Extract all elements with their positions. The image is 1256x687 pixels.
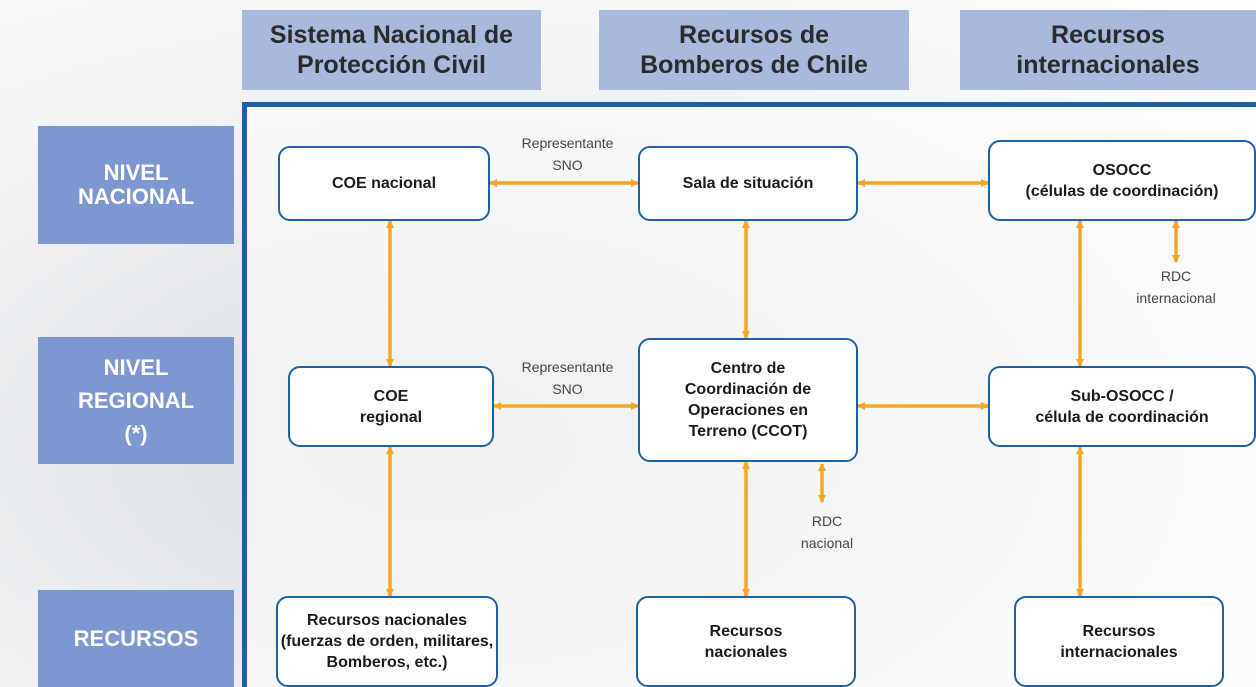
node-text: regional xyxy=(359,408,423,426)
node-text: Sala de situación xyxy=(682,175,814,192)
row-header-recursos: RECURSOS xyxy=(38,590,234,687)
node-text: (células de coordinación) xyxy=(1025,182,1219,200)
node-text: Sub-OSOCC / xyxy=(1070,387,1174,405)
label-line: RDC xyxy=(1160,268,1192,284)
row-header-line: RECURSOS xyxy=(73,625,199,651)
label-line: nacional xyxy=(800,535,854,551)
label-line: SNO xyxy=(552,157,583,173)
node-recursos-nacionales-bomberos: Recursos nacionales xyxy=(636,596,856,687)
column-header-line: Recursos xyxy=(1051,21,1165,49)
row-header-line: (*) xyxy=(124,421,148,446)
column-header-internacionales: Recursos internacionales xyxy=(960,10,1256,90)
node-text: Bomberos, etc.) xyxy=(326,654,448,671)
label-line: internacional xyxy=(1136,290,1216,306)
node-text: Centro de xyxy=(710,360,786,377)
node-text: Recursos xyxy=(1082,622,1156,640)
node-text: OSOCC xyxy=(1092,161,1152,179)
row-header-line: NIVEL xyxy=(103,160,169,185)
node-sub-osocc: Sub-OSOCC / célula de coordinación xyxy=(988,366,1256,447)
label-representante-sno-nacional: Representante SNO xyxy=(500,132,635,176)
node-text: Recursos xyxy=(709,622,783,640)
label-line: Representante xyxy=(521,359,614,375)
column-header-line: Protección Civil xyxy=(297,51,486,79)
node-text: (fuerzas de orden, militares, xyxy=(280,633,494,650)
label-rdc-nacional: RDC nacional xyxy=(782,510,872,554)
node-text: internacionales xyxy=(1060,643,1178,661)
row-header-nacional: NIVEL NACIONAL xyxy=(38,126,234,244)
node-recursos-internacionales: Recursos internacionales xyxy=(1014,596,1224,687)
node-coe-regional: COE regional xyxy=(288,366,494,447)
node-coe-nacional: COE nacional xyxy=(278,146,490,221)
row-header-line: REGIONAL xyxy=(77,388,195,413)
node-text: COE xyxy=(373,387,409,405)
node-text: Coordinación de xyxy=(684,381,812,398)
label-rdc-internacional: RDC internacional xyxy=(1116,265,1236,309)
node-text: Recursos nacionales xyxy=(306,612,468,629)
row-header-line: NACIONAL xyxy=(77,184,195,209)
label-representante-sno-regional: Representante SNO xyxy=(500,356,635,400)
node-text: nacionales xyxy=(704,643,788,661)
column-header-bomberos: Recursos de Bomberos de Chile xyxy=(599,10,909,90)
node-osocc: OSOCC (células de coordinación) xyxy=(988,140,1256,221)
column-header-line: internacionales xyxy=(1016,51,1200,79)
row-header-regional: NIVEL REGIONAL (*) xyxy=(38,337,234,464)
label-line: SNO xyxy=(552,381,583,397)
label-line: RDC xyxy=(811,513,843,529)
node-sala-situacion: Sala de situación xyxy=(638,146,858,221)
column-header-snpc: Sistema Nacional de Protección Civil xyxy=(242,10,541,90)
node-text: Terreno (CCOT) xyxy=(688,423,808,440)
node-recursos-nacionales-snpc: Recursos nacionales (fuerzas de orden, m… xyxy=(276,596,498,687)
column-header-line: Recursos de xyxy=(678,21,830,49)
label-line: Representante xyxy=(521,135,614,151)
node-text: Operaciones en xyxy=(687,402,809,419)
column-header-line: Bomberos de Chile xyxy=(640,51,868,79)
column-header-line: Sistema Nacional de xyxy=(269,21,514,49)
node-ccot: Centro de Coordinación de Operaciones en… xyxy=(638,338,858,462)
node-text: COE nacional xyxy=(331,175,437,192)
node-text: célula de coordinación xyxy=(1035,408,1209,426)
row-header-line: NIVEL xyxy=(103,355,169,380)
